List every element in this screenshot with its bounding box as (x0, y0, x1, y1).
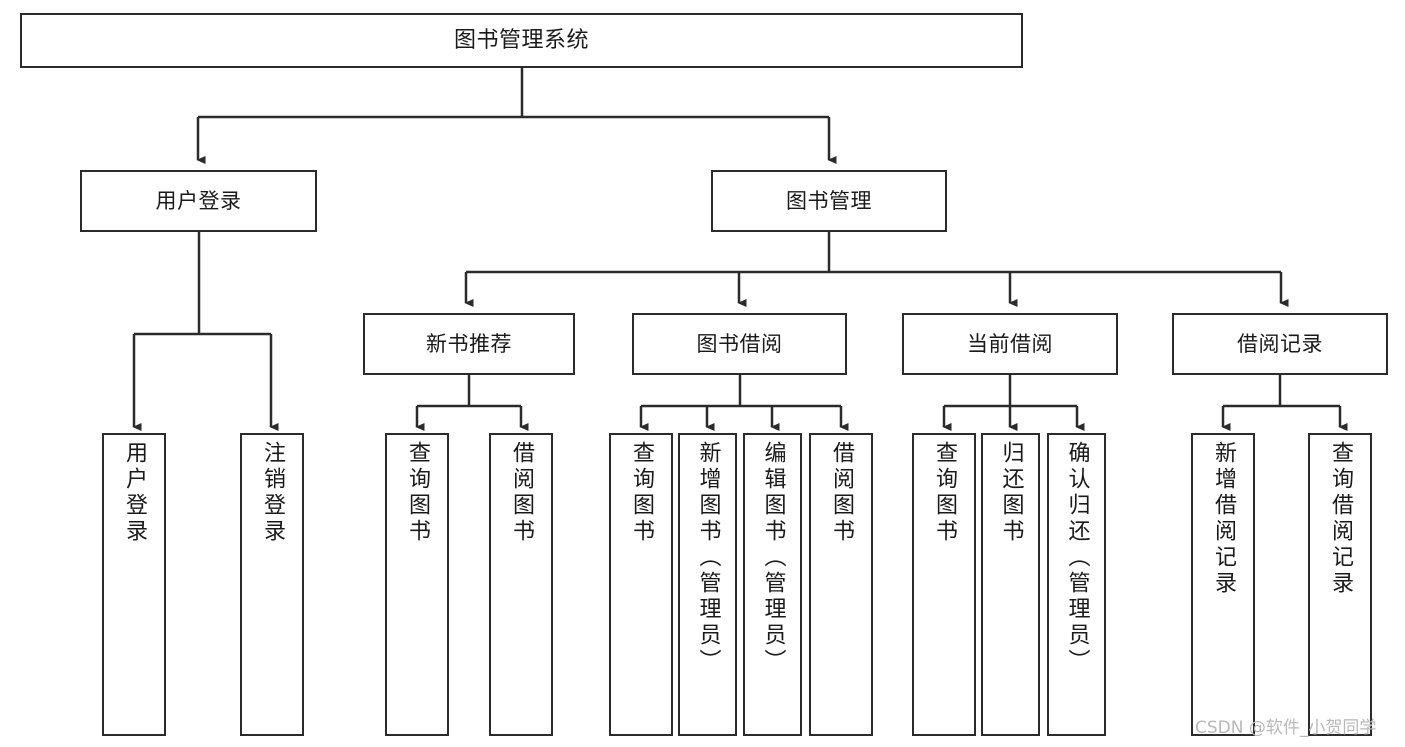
leaf-add-book-admin[interactable]: 新增图书（管理员） (678, 433, 737, 736)
leaf-query-borrow-record[interactable]: 查询借阅记录 (1308, 433, 1372, 736)
node-borrow-record[interactable]: 借阅记录 (1172, 313, 1388, 375)
node-label: 新增图书（管理员） (695, 441, 721, 675)
leaf-confirm-return-admin[interactable]: 确认归还（管理员） (1047, 433, 1106, 736)
node-label: 图书借阅 (696, 331, 783, 356)
node-label: 查询借阅记录 (1328, 441, 1353, 597)
leaf-query-book-borrow[interactable]: 查询图书 (609, 433, 673, 736)
node-label: 查询图书 (629, 441, 654, 545)
node-label: 新书推荐 (426, 331, 512, 356)
node-label: 注销登录 (260, 441, 285, 545)
node-root-book-management-system[interactable]: 图书管理系统 (20, 13, 1023, 68)
node-new-book-recommend[interactable]: 新书推荐 (363, 313, 575, 375)
node-label: 新增借阅记录 (1211, 441, 1236, 597)
leaf-query-book-recommend[interactable]: 查询图书 (385, 433, 449, 736)
node-label: 用户登录 (122, 441, 147, 545)
leaf-user-login[interactable]: 用户登录 (102, 433, 166, 736)
node-label: 借阅记录 (1237, 331, 1323, 356)
node-label: 查询图书 (405, 441, 430, 545)
node-user-login[interactable]: 用户登录 (80, 170, 317, 232)
leaf-edit-book-admin[interactable]: 编辑图书（管理员） (743, 433, 802, 736)
node-label: 图书管理系统 (453, 27, 589, 53)
node-label: 确认归还（管理员） (1064, 441, 1090, 675)
node-label: 当前借阅 (967, 331, 1053, 356)
watermark-text: CSDN @软件_小贺同学 (1195, 718, 1377, 738)
leaf-query-book-current[interactable]: 查询图书 (912, 433, 976, 736)
node-current-borrow[interactable]: 当前借阅 (902, 313, 1118, 375)
node-label: 查询图书 (932, 441, 957, 545)
leaf-borrow-book-borrow[interactable]: 借阅图书 (809, 433, 873, 736)
node-book-management[interactable]: 图书管理 (711, 170, 947, 232)
leaf-borrow-book-recommend[interactable]: 借阅图书 (489, 433, 553, 736)
node-label: 借阅图书 (509, 441, 534, 545)
leaf-logout-login[interactable]: 注销登录 (240, 433, 304, 736)
node-label: 归还图书 (998, 441, 1024, 545)
node-label: 借阅图书 (829, 441, 854, 545)
node-label: 图书管理 (786, 188, 872, 213)
node-book-borrow[interactable]: 图书借阅 (632, 313, 847, 375)
node-label: 用户登录 (155, 188, 242, 213)
leaf-return-book[interactable]: 归还图书 (981, 433, 1040, 736)
node-label: 编辑图书（管理员） (760, 441, 786, 675)
leaf-add-borrow-record[interactable]: 新增借阅记录 (1191, 433, 1255, 736)
